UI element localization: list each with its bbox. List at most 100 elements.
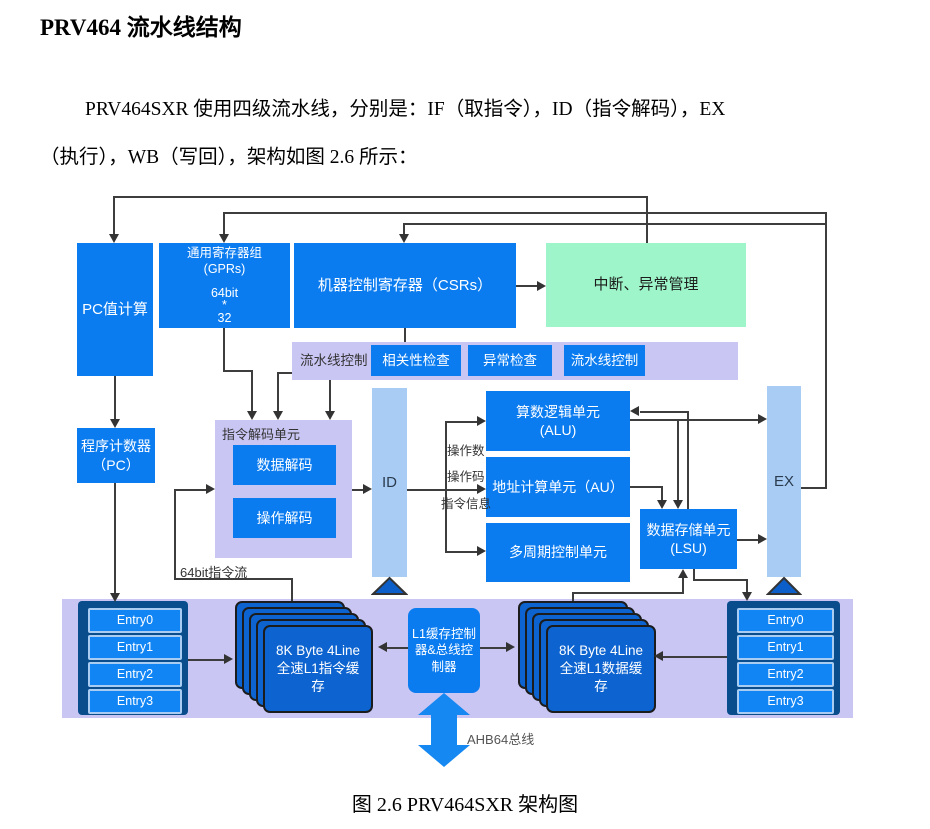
wire: [404, 328, 406, 342]
ex-stage-triangle: [766, 576, 802, 595]
arrowhead: [477, 484, 486, 494]
wire: [445, 421, 480, 423]
wire: [174, 489, 176, 580]
if-queue-box: Entry0 Entry1 Entry2 Entry3: [78, 601, 188, 715]
hazard-check-block: 相关性检查: [371, 345, 461, 376]
id-stage-bar: ID: [372, 388, 407, 577]
gprs-abbr: (GPRs): [203, 261, 246, 276]
gprs-times: *: [222, 298, 227, 313]
wire: [445, 551, 480, 553]
paragraph-line-2: （执行），WB（写回），架构如图 2.6 所示：: [40, 147, 418, 168]
wire: [825, 212, 827, 489]
wire: [223, 212, 827, 214]
wire: [113, 196, 115, 236]
wire: [113, 196, 648, 198]
wire: [174, 489, 208, 491]
lsu-block: 数据存储单元 (LSU): [640, 509, 737, 569]
wire: [329, 380, 331, 414]
wire: [174, 578, 293, 580]
arrowhead: [630, 406, 639, 416]
icache-card-front: 8K Byte 4Line 全速L1指令缓存: [263, 625, 373, 713]
arrowhead: [219, 234, 229, 243]
spacer: [187, 277, 262, 285]
wire: [630, 419, 760, 421]
arrowhead: [537, 281, 546, 291]
au-block: 地址计算单元（AU）: [486, 457, 630, 517]
arrowhead: [247, 411, 257, 420]
wire: [403, 223, 405, 236]
arrowhead: [678, 569, 688, 578]
pipeline-ctrl-block: 流水线控制: [564, 345, 645, 376]
inst-info-label: 指令信息: [441, 497, 492, 511]
alu-text: 算数逻辑单元 (ALU): [516, 403, 600, 439]
wire: [572, 592, 574, 604]
page-title: PRV464 流水线结构: [40, 15, 242, 40]
arrowhead: [399, 234, 409, 243]
arrowhead: [273, 411, 283, 420]
data-queue-box: Entry0 Entry1 Entry2 Entry3: [727, 601, 840, 715]
wire: [445, 421, 447, 553]
lsu-text: 数据存储单元 (LSU): [647, 521, 731, 557]
wire: [403, 223, 827, 225]
wire: [277, 372, 293, 374]
data-queue-entry: Entry0: [737, 608, 834, 633]
interrupt-exception-block: 中断、异常管理: [546, 243, 746, 327]
arrowhead: [742, 592, 752, 601]
arrowhead: [363, 484, 372, 494]
arrowhead: [206, 484, 215, 494]
wire: [746, 579, 748, 592]
ahb-bus-arrow: [418, 693, 470, 767]
gprs-count: 32: [217, 311, 232, 326]
lsu-abbr: (LSU): [670, 540, 707, 556]
wire: [663, 656, 727, 658]
data-queue-entry: Entry1: [737, 635, 834, 660]
figure-caption: 图 2.6 PRV464SXR 架构图: [351, 794, 579, 816]
arrowhead: [477, 416, 486, 426]
arrowhead: [325, 411, 335, 420]
pc-calc-block: PC值计算: [77, 243, 153, 376]
wire: [251, 370, 253, 414]
op-decode-block: 操作解码: [233, 498, 336, 538]
pipeline-strip-label: 流水线控制: [300, 353, 368, 369]
wire: [572, 592, 684, 594]
wire: [406, 489, 447, 491]
data-queue-entry: Entry3: [737, 689, 834, 714]
decode-unit-label: 指令解码单元: [222, 427, 301, 442]
arrowhead: [110, 593, 120, 602]
ahb-bus-label: AHB64总线: [467, 732, 535, 747]
wire: [800, 487, 827, 489]
arrowhead: [758, 534, 767, 544]
arrowhead: [378, 642, 387, 652]
wire: [223, 212, 225, 236]
arrowhead: [110, 419, 120, 428]
gprs-name: 通用寄存器组: [186, 245, 262, 260]
wire: [223, 370, 253, 372]
inst-stream-label: 64bit指令流: [180, 565, 248, 580]
alu-abbr: (ALU): [539, 422, 577, 438]
pc-register-block: 程序计数器（PC）: [77, 428, 155, 483]
arrowhead: [224, 654, 233, 664]
wire: [445, 489, 480, 491]
if-queue-entry: Entry0: [88, 608, 182, 633]
multi-cycle-block: 多周期控制单元: [486, 523, 630, 582]
csrs-block: 机器控制寄存器（CSRs）: [294, 243, 516, 328]
if-queue-entry: Entry1: [88, 635, 182, 660]
if-queue-entry: Entry3: [88, 689, 182, 714]
gprs-text: 通用寄存器组 (GPRs) 64bit * 32: [187, 245, 262, 327]
wire: [114, 482, 116, 596]
paragraph-line-1: PRV464SXR 使用四级流水线，分别是：IF（取指令），ID（指令解码），E…: [85, 99, 726, 120]
arrowhead: [506, 642, 515, 652]
ex-stage-bar: EX: [767, 386, 801, 577]
gprs-width: 64bit: [210, 286, 239, 301]
wire: [629, 486, 663, 488]
id-stage-triangle: [371, 576, 408, 595]
wire: [682, 577, 684, 593]
wire: [646, 196, 648, 244]
wire: [277, 372, 279, 414]
wire: [223, 328, 225, 372]
data-queue-entry: Entry2: [737, 662, 834, 687]
wire: [661, 486, 663, 502]
wire: [677, 420, 679, 502]
arrowhead: [654, 651, 663, 661]
exception-check-block: 异常检查: [468, 345, 552, 376]
